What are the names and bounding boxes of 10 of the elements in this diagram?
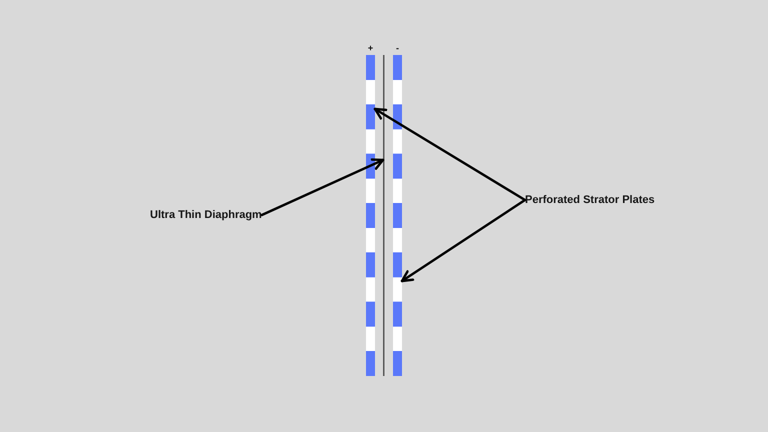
polarity-label: -	[395, 44, 400, 53]
callout-label: Perforated Strator Plates	[525, 194, 655, 206]
leader-arrow	[260, 158, 384, 216]
leader-arrow	[374, 108, 526, 202]
diaphragm-line	[383, 55, 384, 376]
callout-label: Ultra Thin Diaphragm	[150, 208, 262, 222]
perforated-plate	[393, 55, 402, 376]
perforated-plate	[366, 55, 375, 376]
leader-arrow	[400, 198, 526, 282]
polarity-label: +	[366, 44, 374, 53]
